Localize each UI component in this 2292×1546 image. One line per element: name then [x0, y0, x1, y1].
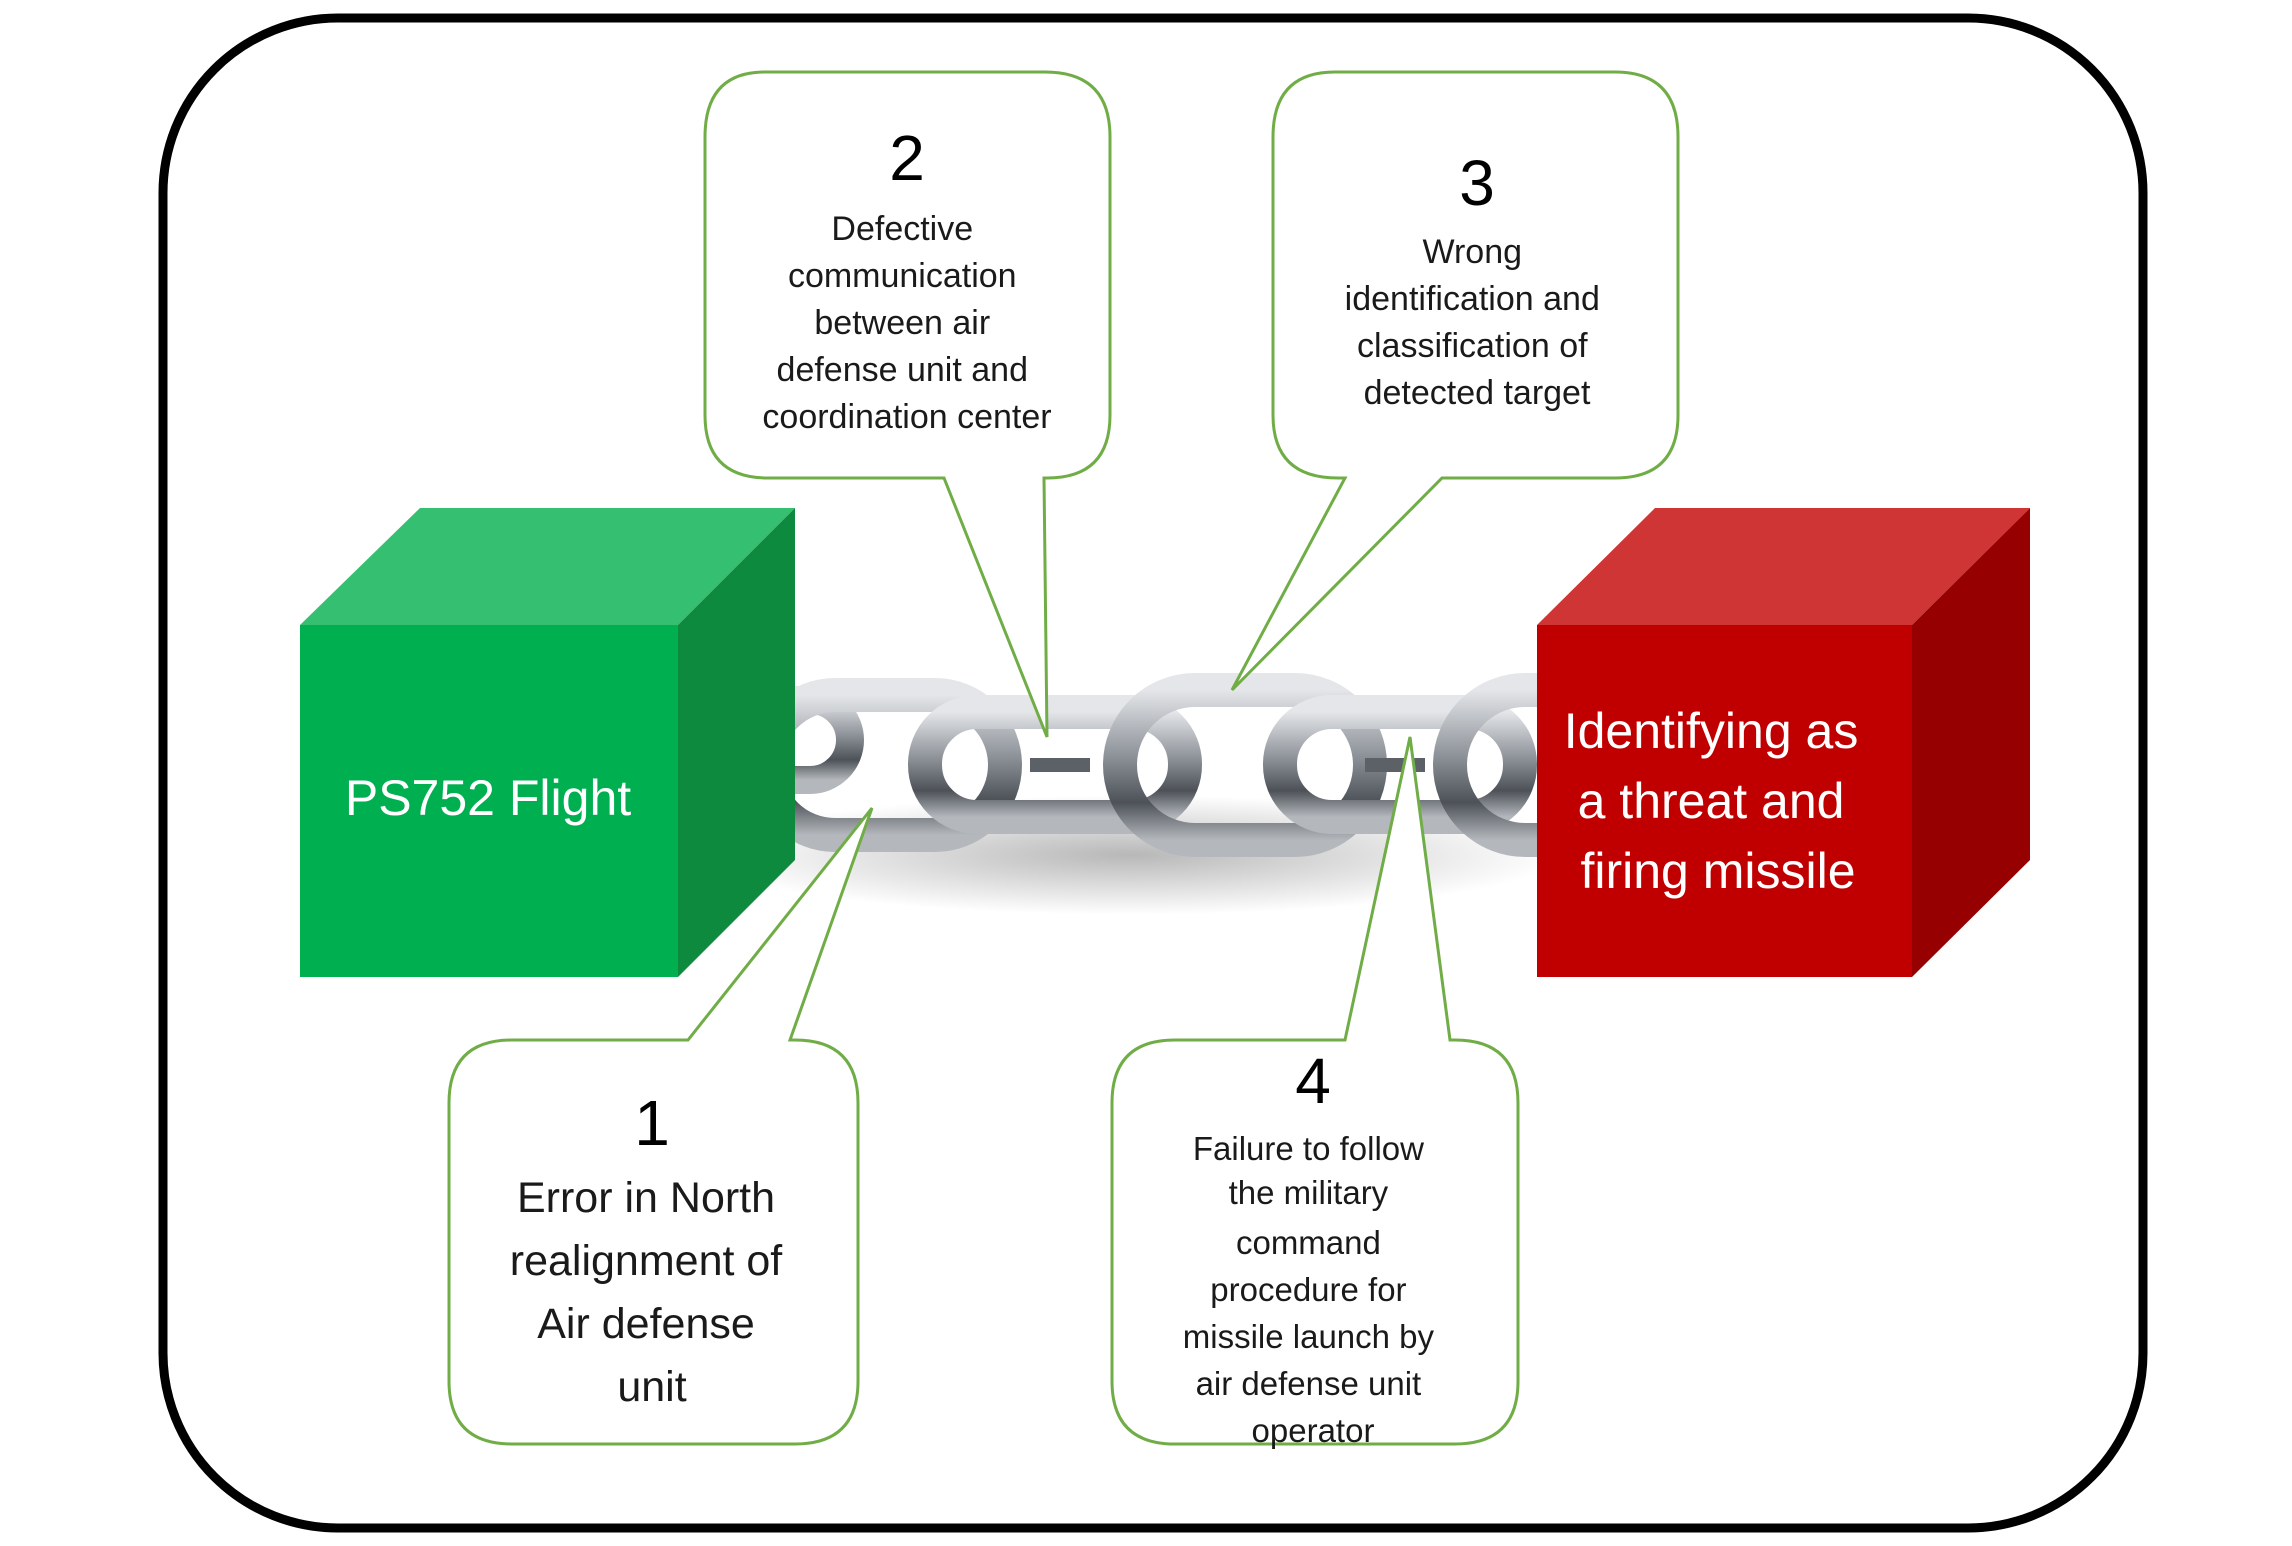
callout-4-shape — [1110, 736, 1520, 1446]
callout-2-line: coordination center — [762, 398, 1051, 436]
end-block: Identifying as a threat and firing missi… — [1537, 508, 2030, 977]
callout-4-number: 4 — [1295, 1045, 1331, 1117]
end-block-line: a threat and — [1578, 773, 1845, 829]
callout-1: 1 Error in North realignment of Air defe… — [447, 807, 874, 1446]
start-block: PS752 Flight — [300, 508, 795, 977]
callout-2-text: Defective communication between air defe… — [762, 210, 1051, 436]
start-block-side — [678, 508, 795, 977]
callout-2-shape — [703, 70, 1112, 738]
callout-1-line: Air defense — [537, 1300, 755, 1348]
callout-3-text: Wrong identification and classification … — [1345, 233, 1610, 412]
callout-4-text: Failure to follow the military command p… — [1183, 1130, 1443, 1449]
callout-3-line: identification and — [1345, 280, 1600, 318]
callout-1-shape — [447, 807, 874, 1446]
callout-3-line: classification of — [1357, 327, 1588, 365]
callout-2-line: Defective — [831, 210, 973, 248]
callout-4-line: Failure to follow — [1193, 1130, 1424, 1167]
callout-4-line: missile launch by — [1183, 1318, 1435, 1355]
callout-3-line: Wrong — [1423, 233, 1523, 271]
callout-1-line: realignment of — [510, 1237, 784, 1285]
chain-stud — [1030, 758, 1090, 772]
callout-3-number: 3 — [1459, 147, 1495, 219]
callout-2: 2 Defective communication between air de… — [703, 70, 1112, 738]
start-block-front — [300, 625, 678, 977]
callout-2-line: communication — [788, 257, 1017, 295]
end-block-side — [1912, 508, 2030, 977]
callout-3-shape — [1230, 70, 1680, 692]
callout-4: 4 Failure to follow the military command… — [1110, 736, 1520, 1449]
callout-4-line: procedure for — [1210, 1271, 1406, 1308]
callout-2-line: between air — [814, 304, 990, 342]
callout-4-line: command — [1236, 1224, 1381, 1261]
chain-link — [908, 695, 1202, 834]
end-block-line: Identifying as — [1564, 703, 1859, 759]
callout-2-line: defense unit and — [777, 351, 1028, 389]
callout-4-line: operator — [1252, 1412, 1375, 1449]
end-block-front — [1537, 625, 1912, 977]
callout-3-line: detected target — [1364, 374, 1591, 412]
start-block-top — [300, 508, 795, 625]
callout-1-line: unit — [617, 1363, 686, 1411]
start-block-label: PS752 Flight — [345, 770, 631, 826]
callout-4-line: the military — [1229, 1174, 1389, 1211]
callout-1-number: 1 — [634, 1087, 670, 1159]
callout-4-line: air defense unit — [1196, 1365, 1422, 1402]
callout-2-number: 2 — [889, 122, 925, 194]
callout-3: 3 Wrong identification and classificatio… — [1230, 70, 1680, 692]
end-block-label: Identifying as a threat and firing missi… — [1564, 703, 1873, 899]
callout-1-line: Error in North — [517, 1174, 775, 1222]
end-block-line: firing missile — [1580, 843, 1855, 899]
callout-1-text: Error in North realignment of Air defens… — [510, 1174, 794, 1411]
end-block-top — [1537, 508, 2030, 625]
chain-stud — [1365, 758, 1425, 772]
